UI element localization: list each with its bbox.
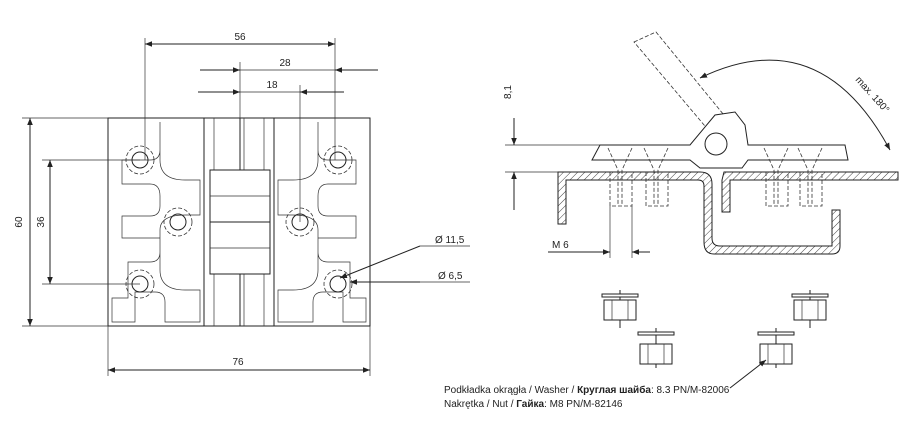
hole-outer: [163, 207, 193, 237]
front-dimensions: 56 28 18 60 36 76 Ø 11,5 Ø 6,5: [14, 32, 470, 376]
hinge-body: [591, 111, 849, 169]
hole-outer: [285, 207, 315, 237]
dim-36: 36: [36, 216, 47, 228]
dim-8-1: 8,1: [503, 85, 514, 99]
hole-inner: [329, 275, 347, 293]
rotation-arc: [699, 59, 891, 151]
washer-nut-set: [757, 328, 795, 368]
nut-note: Nakrętka / Nut / Гайка: M8 PN/M-82146: [444, 399, 623, 410]
side-view: max. 180° 8,1 M 6: [503, 31, 899, 258]
hole-inner: [169, 213, 187, 231]
dim-60: 60: [14, 216, 25, 228]
front-view: [107, 117, 371, 327]
washer-nut-set: [601, 290, 639, 328]
mounting-bracket-right: [721, 171, 899, 213]
dim-56: 56: [234, 32, 246, 43]
rotated-leaf: [633, 31, 729, 133]
dim-thread: M 6: [552, 240, 569, 251]
dim-outer-diameter: Ø 11,5: [435, 235, 465, 246]
mounting-bracket-left: [557, 171, 841, 255]
hole-outer: [323, 145, 353, 175]
dim-inner-diameter: Ø 6,5: [438, 271, 463, 282]
washer-nut-set: [791, 290, 829, 328]
dim-28: 28: [279, 58, 291, 69]
rotation-label: max. 180°: [853, 75, 891, 116]
left-leaf: [107, 117, 205, 327]
hole-inner: [329, 151, 347, 169]
right-leaf: [273, 117, 371, 327]
washer-nut-set: [637, 328, 675, 368]
fasteners: [601, 290, 829, 389]
washer-note: Podkładka okrągła / Washer / Круглая шай…: [444, 384, 730, 396]
dim-76: 76: [232, 357, 244, 368]
dim-18: 18: [266, 80, 278, 91]
